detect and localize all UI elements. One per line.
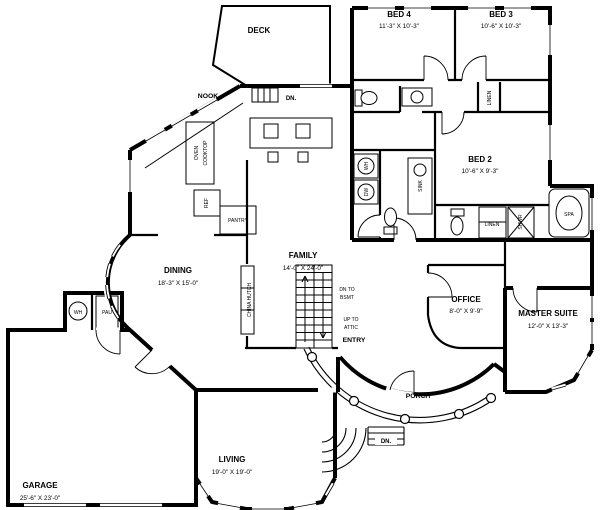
room-dims-bed4: 11'-3" X 10'-3" — [379, 23, 419, 30]
window-glass-lines — [24, 7, 593, 510]
sink-basin — [413, 163, 427, 177]
fixtures — [68, 90, 590, 321]
washer — [357, 157, 375, 175]
label-stairs-down-line1: DN TO — [339, 287, 354, 293]
label-linen-closet-lower: LINEN — [485, 222, 500, 228]
water-heater — [68, 301, 88, 321]
label-cooktop: COOKTOP — [203, 140, 209, 166]
room-label-entry: ENTRY — [343, 337, 366, 344]
porch-column — [306, 351, 318, 363]
room-label-dining: DINING — [164, 266, 192, 275]
label-stairs-down-line2: BSMT — [340, 295, 354, 301]
toilet — [384, 207, 397, 227]
room-label-nook: NOOK — [198, 93, 218, 100]
sink-basin — [410, 90, 424, 104]
room-label-master-suite: MASTER SUITE — [518, 309, 578, 318]
label-dryer: DW — [364, 188, 370, 197]
label-deck-steps-down: DN. — [286, 96, 297, 102]
label-washer: WH — [364, 161, 370, 170]
label-stairs-up-line2: ATTIC — [344, 325, 358, 331]
room-label-bed2: BED 2 — [468, 155, 492, 164]
porch-column — [485, 392, 497, 404]
porch-columns — [306, 351, 497, 425]
label-spa: SPA — [564, 212, 574, 218]
dryer — [357, 183, 375, 201]
labels: DECK BED 4 11'-3" X 10'-3" BED 3 10'-6" … — [20, 10, 579, 502]
room-dims-living: 19'-0" X 19'-0" — [212, 469, 252, 476]
room-dims-office: 8'-0" X 9'-9" — [449, 308, 482, 315]
label-oven: OVEN — [194, 146, 200, 161]
label-china-hutch: CHINA HUTCH — [247, 283, 253, 318]
room-dims-dining: 18'-3" X 15'-0" — [158, 280, 198, 287]
label-stairs-up-line1: UP TO — [343, 317, 358, 323]
dining-bay-glass — [105, 243, 120, 322]
room-label-office: OFFICE — [451, 295, 481, 304]
label-refrigerator: REF — [204, 198, 210, 208]
room-label-garage: GARAGE — [22, 481, 58, 490]
toilet — [450, 216, 464, 236]
staircase — [295, 264, 333, 349]
room-dims-bed2: 10'-6" X 9'-3" — [462, 168, 499, 175]
room-label-deck: DECK — [248, 26, 271, 35]
room-label-family: FAMILY — [289, 251, 318, 260]
porch-column — [399, 413, 411, 425]
label-linen-closet-upper: LINEN — [487, 90, 493, 105]
door-swings — [95, 55, 538, 395]
label-pau: PAU — [102, 310, 112, 316]
room-label-porch: PORCH — [406, 393, 431, 400]
room-dims-garage: 25'-6" X 23'-0" — [20, 495, 60, 502]
label-sink: SINK — [418, 180, 424, 192]
cabinet-and-fixture-lines — [95, 87, 535, 335]
room-label-bed4: BED 4 — [387, 10, 411, 19]
room-label-bed3: BED 3 — [489, 10, 513, 19]
porch-column — [453, 408, 465, 420]
room-dims-bed3: 10'-6" X 10'-3" — [481, 23, 521, 30]
label-bg — [375, 436, 397, 445]
toilet — [360, 91, 378, 105]
room-label-living: LIVING — [219, 455, 246, 464]
porch-column — [348, 395, 360, 407]
porch-railing-and-steps — [303, 346, 494, 473]
room-dims-master-suite: 12'-0" X 13'-3" — [528, 323, 568, 330]
spa-basin — [555, 195, 583, 231]
label-water-heater: WH — [74, 310, 83, 316]
room-dims-family: 14'-0" X 24'-0" — [283, 265, 323, 272]
label-porch-steps-down: DN. — [381, 439, 392, 445]
interior-walls — [90, 8, 550, 350]
label-pantry: PANTRY — [228, 218, 248, 224]
label-bg — [280, 93, 302, 102]
label-shower: SHWR — [518, 214, 524, 230]
deck-outline — [211, 5, 331, 87]
